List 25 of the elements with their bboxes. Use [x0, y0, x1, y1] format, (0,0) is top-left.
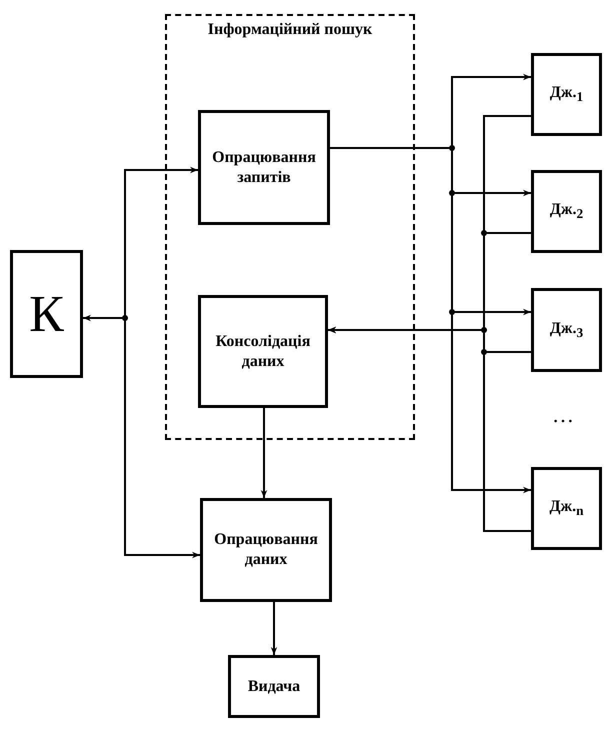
arrow: [328, 326, 531, 532]
ellipsis-label: …: [552, 402, 574, 428]
process-box: [198, 295, 328, 408]
node-label: Видача: [248, 676, 300, 696]
node-label: Дж.$_{2}$: [550, 200, 584, 223]
node-label: Опрацювання запитів: [211, 148, 317, 188]
arrow: [260, 408, 268, 498]
source-box: [531, 170, 602, 253]
source-box: [531, 467, 602, 550]
group-heading: Інформаційний пошук: [208, 20, 372, 40]
node-label: Консолідація даних: [214, 332, 312, 372]
node-label: Дж.$_{3}$: [550, 318, 584, 342]
process-box: [200, 498, 332, 602]
process-box: [228, 655, 320, 718]
process-box: [198, 110, 330, 225]
source-box: [531, 288, 602, 372]
arrow: [83, 314, 200, 558]
node-label: Дж.$_{n}$: [549, 497, 584, 520]
source-box: [531, 53, 602, 136]
user-box: [10, 250, 83, 378]
dashed-group-box: [165, 14, 415, 440]
arrow: [270, 602, 278, 655]
node-label: Опрацювання даних: [213, 530, 319, 570]
node-label: Дж.$_{1}$: [550, 83, 584, 106]
node-label: К: [29, 284, 64, 344]
